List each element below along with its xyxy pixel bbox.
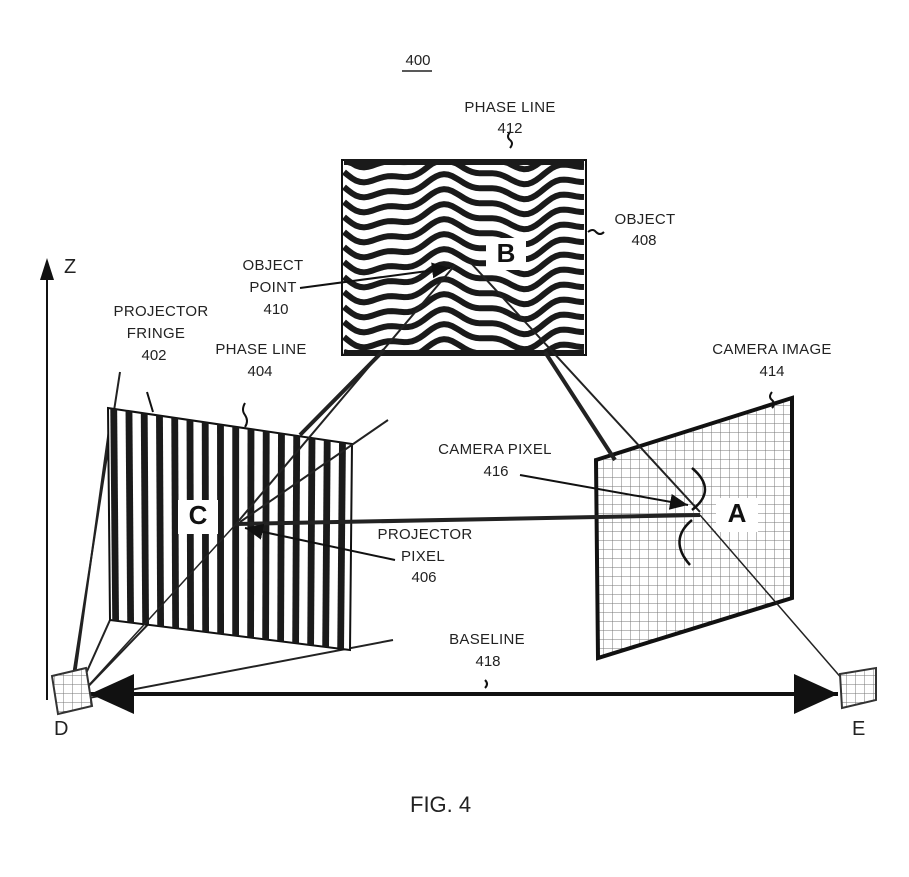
fringe-stripe — [337, 442, 346, 650]
object-wave-stripe — [342, 171, 585, 203]
leader-414 — [769, 391, 775, 409]
ref-414: 414 — [759, 363, 785, 380]
projector-fringe-panel — [106, 406, 354, 652]
fringe-stripe — [140, 412, 149, 625]
ref-402: 402 — [141, 347, 167, 364]
label-camera-image: CAMERA IMAGE — [712, 341, 832, 358]
fringe-stripe — [110, 408, 119, 622]
label-object-408: OBJECT — [614, 211, 676, 228]
ray-projector-to-camera — [235, 513, 701, 526]
object-wave-stripe — [342, 231, 585, 263]
object-wave-stripe — [344, 159, 584, 173]
ray-c-to-panel — [239, 419, 389, 523]
fringe-stripe — [171, 417, 179, 629]
leader-418 — [484, 679, 488, 689]
fringe-stripe — [217, 424, 224, 635]
point-e-sensor — [838, 666, 877, 710]
object-wave-stripe — [342, 186, 585, 218]
object-wave-stripe — [342, 321, 585, 353]
ref-404: 404 — [247, 363, 273, 380]
fringe-stripe — [125, 410, 134, 623]
fringe-stripe — [156, 415, 164, 627]
label-projector-pixel-line2: PIXEL — [400, 548, 446, 565]
label-object-point-line1: OBJECT — [242, 257, 304, 274]
label-phase-line-412: PHASE LINE — [464, 99, 556, 116]
axis-z-label: Z — [64, 256, 77, 278]
object-wave-stripe — [342, 216, 585, 248]
point-d-label: D — [54, 718, 69, 740]
label-object-point-line2: POINT — [249, 279, 297, 296]
object-panel — [341, 159, 587, 356]
point-c-label: C — [178, 500, 218, 534]
fringe-stripe — [322, 439, 331, 648]
leader-410 — [299, 262, 451, 289]
ref-410: 410 — [263, 301, 289, 318]
figure-number: 400 — [405, 52, 431, 69]
point-d-sensor — [50, 666, 94, 716]
point-a-label: A — [716, 498, 758, 532]
leader-406 — [244, 523, 396, 561]
leader-412 — [507, 131, 513, 149]
object-wave-stripe — [342, 306, 585, 338]
rays — [77, 261, 851, 698]
leader-416 — [519, 474, 689, 510]
label-camera-pixel: CAMERA PIXEL — [438, 441, 552, 458]
ref-412: 412 — [497, 120, 523, 137]
object-wave-stripe — [342, 261, 585, 293]
ref-418: 418 — [475, 653, 501, 670]
ref-416: 416 — [483, 463, 509, 480]
leader-408 — [587, 229, 605, 235]
point-b-label: B — [486, 238, 526, 270]
leader-lines — [146, 131, 775, 689]
fringe-stripe — [247, 428, 255, 638]
object-wave-stripe — [342, 276, 585, 308]
point-e-label: E — [852, 718, 866, 740]
object-wave-stripe — [342, 159, 585, 188]
label-projector-fringe-line1: PROJECTOR — [113, 303, 209, 320]
fringe-stripe — [262, 430, 270, 640]
z-axis — [40, 258, 54, 700]
ref-406: 406 — [411, 569, 437, 586]
camera-pixel-brackets — [678, 467, 707, 566]
label-baseline: BASELINE — [449, 631, 525, 648]
fringe-stripe — [277, 433, 285, 642]
object-wave-stripe — [342, 291, 585, 323]
object-wave-stripe — [342, 246, 585, 278]
object-wave-stripe — [342, 201, 585, 233]
leader-404 — [242, 402, 248, 428]
ray-c-to-b — [235, 264, 456, 525]
figure-caption: FIG. 4 — [410, 792, 472, 817]
camera-image-panel — [593, 395, 794, 661]
label-projector-pixel-line1: PROJECTOR — [377, 526, 473, 543]
fringe-stripe — [232, 426, 240, 637]
ray-object-to-camera — [543, 350, 617, 462]
ref-408: 408 — [631, 232, 657, 249]
label-phase-line-404: PHASE LINE — [215, 341, 307, 358]
ray-a-to-e — [699, 514, 851, 689]
leader-402 — [146, 391, 154, 413]
label-projector-fringe-line2: FRINGE — [126, 325, 186, 342]
ray-b-to-a — [469, 261, 701, 513]
ray-d-to-c — [77, 523, 237, 698]
